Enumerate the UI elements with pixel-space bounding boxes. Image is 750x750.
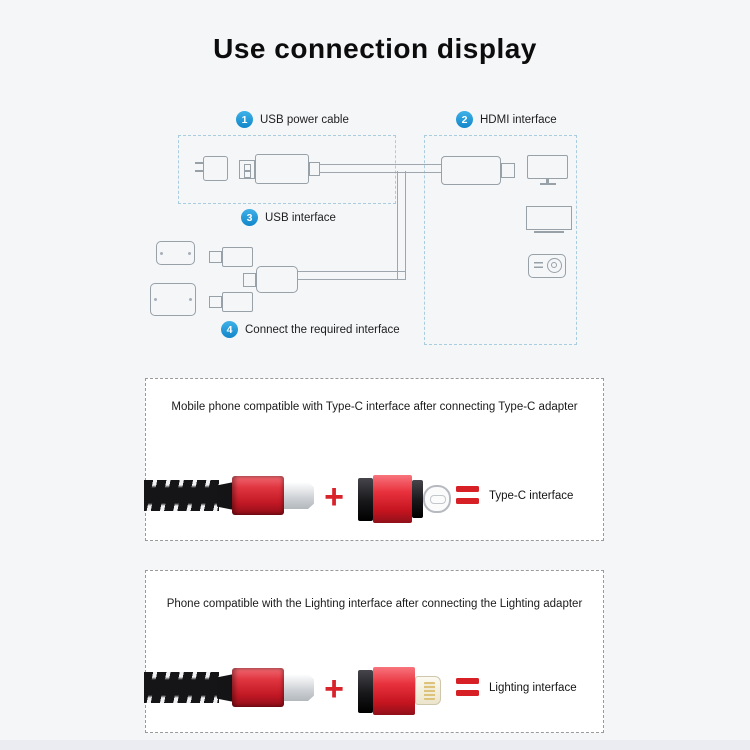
tablet-icon bbox=[150, 283, 196, 316]
callout-hdmi-interface: 2 HDMI interface bbox=[456, 111, 557, 128]
hdmi-zone bbox=[424, 135, 577, 345]
equals-icon bbox=[456, 678, 479, 697]
charger-prong bbox=[195, 162, 203, 164]
cable-connector-barrel bbox=[232, 476, 284, 515]
callout-usb-power-cable: 1 USB power cable bbox=[236, 111, 349, 128]
result-label: Lighting interface bbox=[489, 682, 577, 694]
type-c-adapter-body bbox=[373, 475, 412, 523]
braided-cable bbox=[144, 480, 219, 511]
step-3-badge: 3 bbox=[241, 209, 258, 226]
cable-connector-barrel bbox=[232, 668, 284, 707]
lightning-compatibility-panel: Phone compatible with the Lighting inter… bbox=[144, 570, 604, 733]
micro-usb-plug-icon bbox=[284, 674, 314, 701]
lightning-adapter-body bbox=[373, 667, 415, 715]
adapter-plug-icon bbox=[209, 251, 222, 263]
phone-icon bbox=[156, 241, 195, 265]
page-title: Use connection display bbox=[213, 33, 537, 64]
result-label: Type-C interface bbox=[489, 490, 574, 502]
type-c-compatibility-panel: Mobile phone compatible with Type-C inte… bbox=[144, 378, 604, 541]
callout-label: USB interface bbox=[265, 211, 336, 224]
monitor-icon bbox=[527, 155, 568, 185]
cable-run-lower bbox=[298, 271, 406, 280]
usb-plug-body bbox=[255, 154, 309, 184]
braided-cable bbox=[144, 672, 219, 703]
equals-icon bbox=[456, 486, 479, 505]
adapter-body-icon bbox=[222, 292, 253, 312]
plus-icon: + bbox=[324, 670, 344, 708]
step-2-badge: 2 bbox=[456, 111, 473, 128]
adapter-plug-icon bbox=[209, 296, 222, 308]
step-4-badge: 4 bbox=[221, 321, 238, 338]
adapter-body-icon bbox=[222, 247, 253, 267]
callout-label: USB power cable bbox=[260, 113, 349, 126]
lightning-plug-icon bbox=[415, 676, 441, 705]
projector-lens-icon bbox=[547, 258, 562, 273]
adapter-cap bbox=[412, 480, 423, 518]
micro-usb-plug-icon bbox=[284, 482, 314, 509]
hdmi-connector-icon bbox=[441, 156, 501, 185]
callout-label: HDMI interface bbox=[480, 113, 557, 126]
footer-strip bbox=[0, 740, 750, 750]
panel-caption: Mobile phone compatible with Type-C inte… bbox=[171, 401, 578, 413]
callout-usb-interface: 3 USB interface bbox=[241, 209, 336, 226]
charger-prong bbox=[195, 170, 203, 172]
device-connector-tip bbox=[243, 273, 256, 287]
plus-icon: + bbox=[324, 478, 344, 516]
cable-neck bbox=[217, 482, 234, 510]
hdmi-plug-tip bbox=[501, 163, 515, 178]
type-c-plug-icon bbox=[423, 485, 451, 513]
cable-run-horizontal bbox=[320, 164, 441, 173]
adapter-cap bbox=[358, 478, 373, 521]
wall-charger-icon bbox=[203, 156, 228, 181]
device-connector-icon bbox=[256, 266, 298, 293]
cable-neck bbox=[217, 674, 234, 702]
adapter-cap bbox=[358, 670, 373, 713]
usb-plug-icon bbox=[239, 160, 255, 179]
step-1-badge: 1 bbox=[236, 111, 253, 128]
usb-power-zone bbox=[178, 135, 396, 204]
tv-icon bbox=[526, 206, 572, 233]
projector-icon bbox=[528, 254, 566, 278]
cable-run-vertical bbox=[397, 171, 406, 280]
callout-connect-required-interface: 4 Connect the required interface bbox=[221, 321, 400, 338]
cable-strain-relief bbox=[309, 162, 320, 176]
callout-label: Connect the required interface bbox=[245, 323, 400, 336]
panel-caption: Phone compatible with the Lighting inter… bbox=[166, 598, 583, 610]
